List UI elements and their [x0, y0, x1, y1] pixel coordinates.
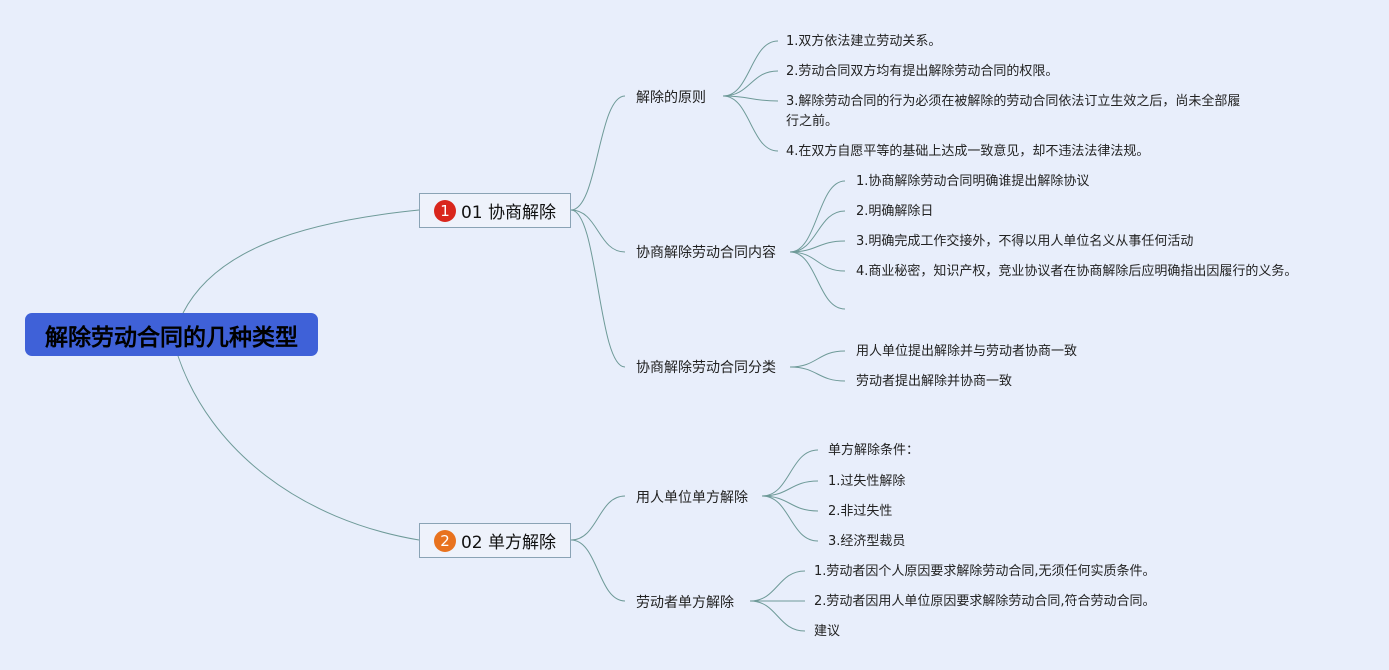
leaf-employee-advice[interactable]: 建议 — [814, 624, 841, 639]
leaf-type-2[interactable]: 劳动者提出解除并协商一致 — [856, 374, 1013, 389]
link-principle-2 — [722, 70, 779, 97]
link-branch2-employee — [570, 539, 626, 602]
leaf-employer-2[interactable]: 2.非过失性 — [828, 504, 893, 519]
branch-label: 02 单方解除 — [460, 533, 557, 553]
link-employee-3 — [749, 600, 806, 632]
leaf-principle-2[interactable]: 2.劳动合同双方均有提出解除劳动合同的权限。 — [786, 64, 1059, 79]
number-badge-icon: 1 — [433, 199, 456, 222]
link-principle-4 — [722, 95, 779, 152]
link-branch1-content — [570, 209, 626, 253]
link-principle-1 — [722, 40, 779, 97]
link-branch1-types — [570, 209, 626, 368]
leaf-principle-3-cont: 行之前。 — [786, 114, 839, 129]
branch-label: 01 协商解除 — [460, 203, 557, 223]
leaf-employer-3[interactable]: 3.经济型裁员 — [828, 534, 906, 549]
leaf-principle-3[interactable]: 3.解除劳动合同的行为必须在被解除的劳动合同依法订立生效之后，尚未全部履 — [786, 94, 1241, 109]
subtopic-agreement-types[interactable]: 协商解除劳动合同分类 — [636, 360, 776, 376]
link-content-3 — [789, 240, 846, 253]
link-employer-2 — [761, 480, 819, 497]
link-type-1 — [789, 350, 846, 368]
link-employer-1 — [761, 449, 819, 497]
leaf-content-1[interactable]: 1.协商解除劳动合同明确谁提出解除协议 — [856, 174, 1090, 189]
leaf-employer-conditions[interactable]: 单方解除条件： — [828, 443, 920, 458]
leaf-principle-1[interactable]: 1.双方依法建立劳动关系。 — [786, 34, 942, 49]
subtopic-employer-unilateral[interactable]: 用人单位单方解除 — [636, 490, 748, 506]
branch-unilateral-termination[interactable]: 2 02 单方解除 — [419, 523, 571, 558]
leaf-employee-1[interactable]: 1.劳动者因个人原因要求解除劳动合同,无须任何实质条件。 — [814, 564, 1156, 579]
link-principle-3 — [722, 95, 779, 102]
leaf-principle-4[interactable]: 4.在双方自愿平等的基础上达成一致意见，却不违法法律法规。 — [786, 144, 1150, 159]
link-employer-3 — [761, 495, 819, 512]
link-branch2-employer — [570, 495, 626, 541]
subtopic-principles[interactable]: 解除的原则 — [636, 90, 706, 106]
leaf-content-2[interactable]: 2.明确解除日 — [856, 204, 934, 219]
link-content-4 — [789, 251, 846, 272]
link-employee-1 — [749, 570, 806, 602]
number-badge-icon: 2 — [433, 529, 456, 552]
subtopic-agreement-content[interactable]: 协商解除劳动合同内容 — [636, 245, 776, 261]
link-content-5 — [789, 251, 846, 310]
link-content-1 — [789, 180, 846, 253]
link-employer-4 — [761, 495, 819, 542]
root-topic-label: 解除劳动合同的几种类型 — [45, 324, 298, 351]
leaf-content-3[interactable]: 3.明确完成工作交接外，不得以用人单位名义从事任何活动 — [856, 234, 1194, 249]
link-content-2 — [789, 210, 846, 253]
link-type-2 — [789, 366, 846, 382]
branch-negotiated-termination[interactable]: 1 01 协商解除 — [419, 193, 571, 228]
subtopic-employee-unilateral[interactable]: 劳动者单方解除 — [636, 595, 734, 611]
link-root-branch-2 — [177, 355, 420, 541]
link-branch1-principles — [570, 95, 626, 211]
link-root-branch-1 — [182, 209, 420, 314]
leaf-employer-1[interactable]: 1.过失性解除 — [828, 474, 906, 489]
leaf-type-1[interactable]: 用人单位提出解除并与劳动者协商一致 — [856, 344, 1078, 359]
leaf-employee-2[interactable]: 2.劳动者因用人单位原因要求解除劳动合同,符合劳动合同。 — [814, 594, 1156, 609]
leaf-content-4[interactable]: 4.商业秘密，知识产权，竞业协议者在协商解除后应明确指出因履行的义务。 — [856, 264, 1298, 279]
root-topic[interactable]: 解除劳动合同的几种类型 — [25, 313, 318, 356]
